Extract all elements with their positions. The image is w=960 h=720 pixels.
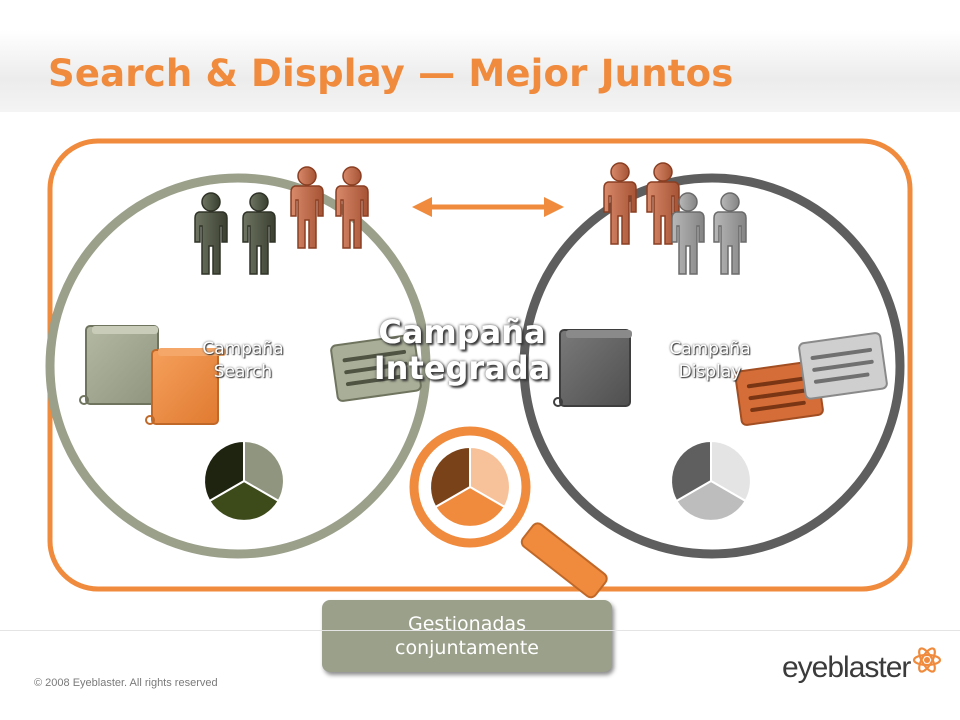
document-icon: [145, 348, 226, 425]
managed-line1: Gestionadas: [408, 613, 526, 635]
magnifier-icon: [409, 426, 608, 599]
two-way-arrow-icon: [412, 197, 564, 217]
person-icon: [671, 192, 747, 275]
slide-title: Search & Display — Mejor Juntos: [48, 52, 734, 95]
logo-wordmark: eyeblaster: [782, 651, 911, 684]
integrated-campaign-label: Campaña Integrada: [370, 314, 554, 386]
person-icon: [290, 166, 369, 249]
copyright-text: © 2008 Eyeblaster. All rights reserved: [34, 677, 218, 689]
search-label-line1: Campaña: [202, 339, 284, 359]
chat-bubble-icon: [798, 332, 888, 400]
eyeblaster-logo: eyeblaster: [782, 647, 942, 691]
person-icon: [194, 192, 276, 275]
person-icon: [603, 162, 680, 245]
search-label-line2: Search: [213, 362, 273, 382]
managed-jointly-box: Gestionadas conjuntamente: [322, 600, 612, 672]
search-campaign-label: Campaña Search: [188, 338, 298, 384]
footer-divider: [0, 630, 960, 631]
display-campaign-label: Campaña Display: [655, 338, 765, 384]
document-icon: [553, 329, 632, 407]
display-label-line2: Display: [678, 362, 742, 382]
title-band: [0, 30, 960, 112]
integrated-label-line2: Integrada: [373, 349, 551, 387]
managed-line2: conjuntamente: [395, 637, 539, 659]
chat-bubble-icon: [330, 334, 422, 402]
document-icon: [79, 325, 159, 405]
search-pie-icon: [203, 439, 285, 522]
display-label-line1: Campaña: [669, 339, 751, 359]
display-circle: [519, 173, 905, 559]
search-circle: [45, 173, 431, 559]
logo-star-icon: [912, 647, 942, 673]
display-pie-icon: [670, 439, 752, 522]
integrated-label-line1: Campaña: [378, 313, 546, 351]
